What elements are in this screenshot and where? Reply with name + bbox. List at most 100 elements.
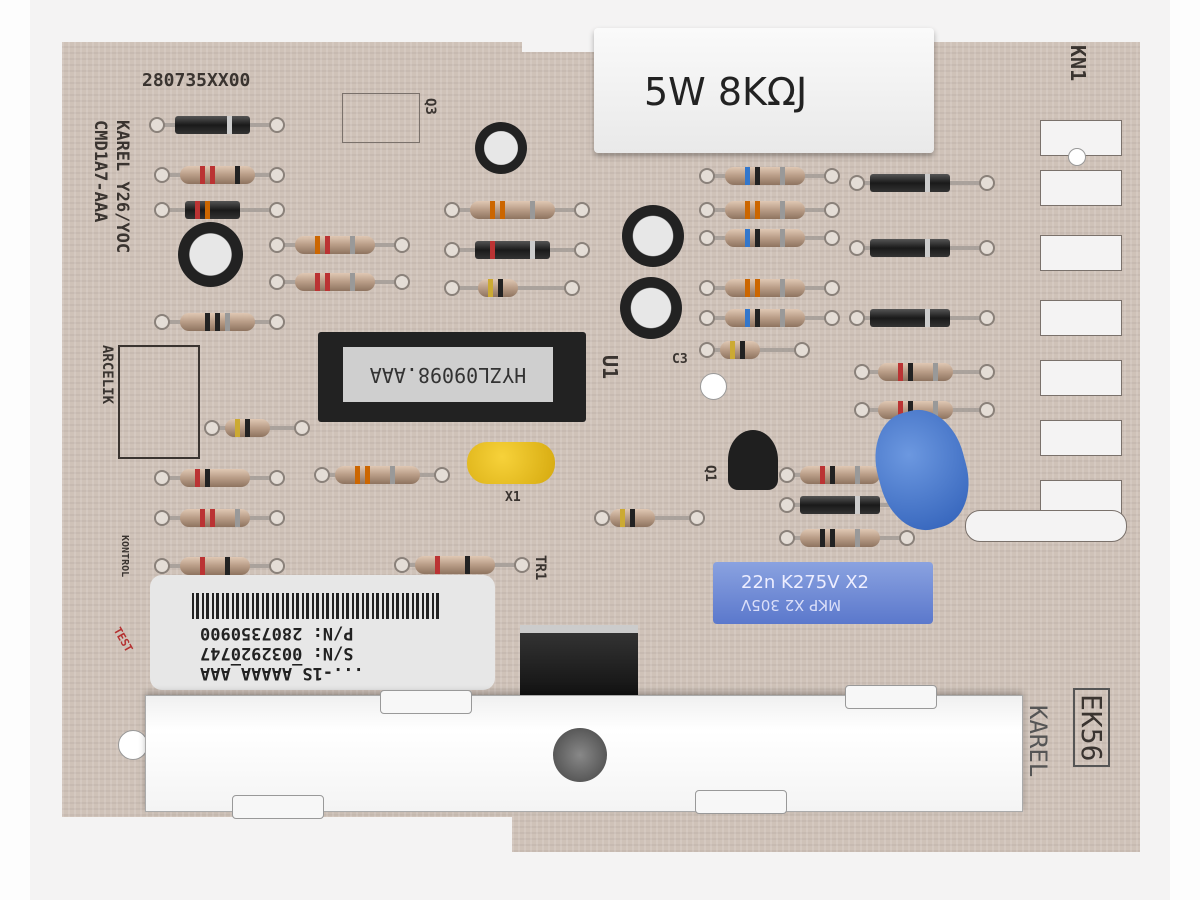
color-band xyxy=(908,363,913,381)
diode xyxy=(175,116,250,134)
solder-pad xyxy=(699,230,715,246)
color-band xyxy=(195,201,200,219)
jumper-header xyxy=(342,93,420,143)
connector-pin-slot xyxy=(1040,170,1122,206)
diode xyxy=(800,496,880,514)
color-band xyxy=(350,236,355,254)
diode xyxy=(870,239,950,257)
solder-pad xyxy=(394,557,410,573)
color-band xyxy=(898,363,903,381)
resistor xyxy=(295,273,375,291)
color-band xyxy=(855,529,860,547)
color-band xyxy=(205,313,210,331)
brand-logo xyxy=(118,345,200,459)
resistor xyxy=(725,309,805,327)
color-band xyxy=(780,167,785,185)
color-band xyxy=(435,556,440,574)
solder-pad xyxy=(269,274,285,290)
color-band xyxy=(195,469,200,487)
resistor xyxy=(725,201,805,219)
solder-pad xyxy=(269,202,285,218)
diode xyxy=(870,309,950,327)
color-band xyxy=(235,509,240,527)
solder-pad xyxy=(269,237,285,253)
resistor xyxy=(720,341,760,359)
color-band xyxy=(630,509,635,527)
solder-pad xyxy=(854,402,870,418)
solder-pad xyxy=(574,202,590,218)
color-band xyxy=(745,167,750,185)
diode xyxy=(870,174,950,192)
color-band xyxy=(350,273,355,291)
solder-pad xyxy=(689,510,705,526)
connector-pin-slot xyxy=(1040,360,1122,396)
solder-pad xyxy=(269,314,285,330)
solder-pad xyxy=(204,420,220,436)
electrolytic-capacitor xyxy=(622,205,684,267)
serial-sticker: P/N: 2807350900 S/N: 0032920747 ...-1S_A… xyxy=(150,575,495,690)
kontrol-label: KONTROL xyxy=(119,535,130,578)
ic-marking: HYZL09098.AAA xyxy=(343,347,553,402)
solder-pad xyxy=(824,280,840,296)
color-band xyxy=(855,466,860,484)
solder-pad xyxy=(154,167,170,183)
connector-pin-slot xyxy=(1040,420,1122,456)
model-line1: KAREL Y26/YOC xyxy=(112,120,132,254)
solder-pad xyxy=(979,175,995,191)
solder-pad xyxy=(154,510,170,526)
mounting-hole xyxy=(118,730,148,760)
solder-pad xyxy=(699,280,715,296)
solder-pad xyxy=(314,467,330,483)
color-band xyxy=(325,236,330,254)
color-band xyxy=(755,309,760,327)
color-band xyxy=(780,201,785,219)
solder-pad xyxy=(394,274,410,290)
color-band xyxy=(925,239,930,257)
electrolytic-capacitor xyxy=(178,222,243,287)
diode xyxy=(185,201,240,219)
solder-pad xyxy=(269,510,285,526)
solder-pad xyxy=(269,167,285,183)
solder-pad xyxy=(979,402,995,418)
color-band xyxy=(235,166,240,184)
power-resistor: 5W 8KΩJ xyxy=(594,28,934,153)
color-band xyxy=(325,273,330,291)
solder-pad xyxy=(574,242,590,258)
resistor xyxy=(610,509,655,527)
solder-pad xyxy=(269,558,285,574)
color-band xyxy=(620,509,625,527)
color-band xyxy=(780,309,785,327)
resistor xyxy=(478,279,518,297)
color-band xyxy=(500,201,505,219)
ic-ref: U1 xyxy=(598,355,622,380)
resistor xyxy=(725,167,805,185)
color-band xyxy=(200,166,205,184)
x2-capacitor: 22n K275V X2 MKP X2 305V xyxy=(713,562,933,624)
solder-pad xyxy=(779,530,795,546)
resistor xyxy=(470,201,555,219)
color-band xyxy=(755,167,760,185)
color-band xyxy=(530,241,535,259)
q1-label: Q1 xyxy=(702,465,718,482)
x2-cap-line1: 22n K275V X2 xyxy=(741,572,870,593)
color-band xyxy=(755,201,760,219)
mounting-hole xyxy=(700,373,727,400)
color-band xyxy=(227,116,232,134)
color-band xyxy=(215,313,220,331)
color-band xyxy=(205,469,210,487)
color-band xyxy=(315,273,320,291)
color-band xyxy=(745,279,750,297)
part-code: 280735XX00 xyxy=(142,70,251,91)
color-band xyxy=(315,236,320,254)
color-band xyxy=(830,466,835,484)
solder-pad xyxy=(154,314,170,330)
color-band xyxy=(390,466,395,484)
transistor-q1 xyxy=(728,430,778,490)
color-band xyxy=(355,466,360,484)
solder-pad xyxy=(269,117,285,133)
bottom-brand: KAREL xyxy=(1024,705,1052,778)
solder-pad xyxy=(849,310,865,326)
solder-pad xyxy=(149,117,165,133)
solder-pad xyxy=(154,470,170,486)
solder-pad xyxy=(294,420,310,436)
